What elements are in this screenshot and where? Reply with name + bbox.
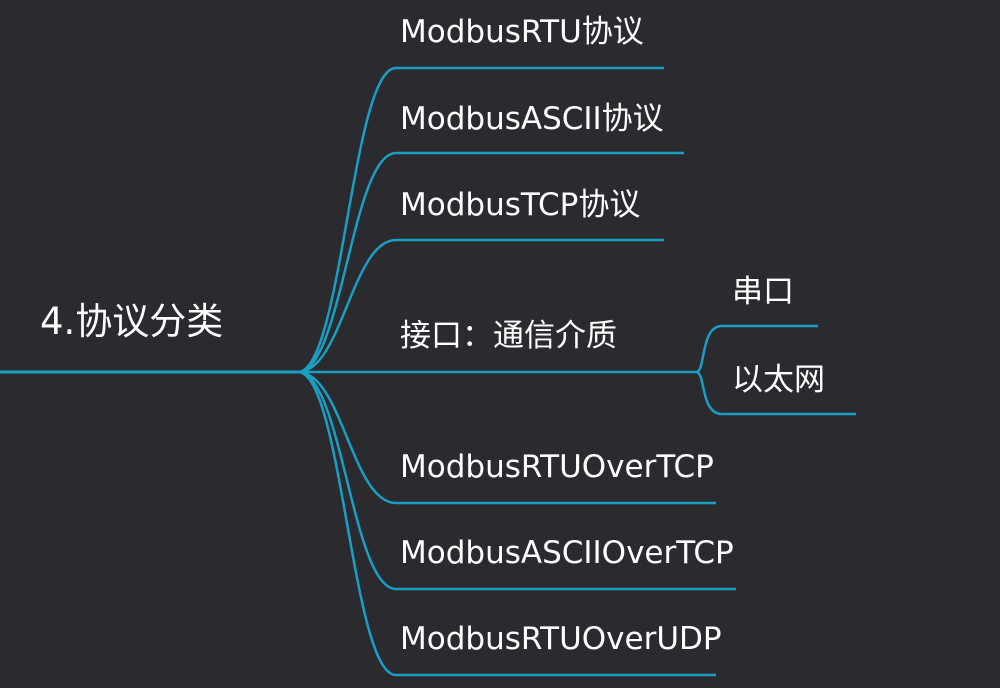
branch-label-modbus-ascii: ModbusASCII协议 bbox=[400, 101, 664, 137]
child-connector-serial bbox=[695, 324, 818, 374]
branch-connector-ascii-over-tcp bbox=[297, 370, 736, 591]
branch-connector-tcp bbox=[297, 238, 664, 374]
branch-label-modbus-tcp: ModbusTCP协议 bbox=[400, 187, 641, 223]
child-connector-ethernet bbox=[695, 370, 856, 416]
branch-label-interface: 接口：通信介质 bbox=[400, 318, 617, 354]
branch-label-rtu-over-tcp: ModbusRTUOverTCP bbox=[400, 449, 714, 485]
branch-connector-ascii bbox=[297, 151, 684, 374]
branch-label-modbus-rtu: ModbusRTU协议 bbox=[400, 14, 644, 50]
branch-connector-rtu-over-udp bbox=[297, 370, 716, 677]
child-label-serial: 串口 bbox=[732, 274, 794, 310]
branch-connector-rtu-over-tcp bbox=[297, 370, 716, 505]
child-label-ethernet: 以太网 bbox=[732, 362, 825, 398]
branch-label-rtu-over-udp: ModbusRTUOverUDP bbox=[400, 621, 722, 657]
branch-connector-rtu bbox=[297, 66, 664, 374]
branch-label-ascii-over-tcp: ModbusASCIIOverTCP bbox=[400, 535, 734, 571]
root-node-label: 4.协议分类 bbox=[40, 300, 224, 343]
